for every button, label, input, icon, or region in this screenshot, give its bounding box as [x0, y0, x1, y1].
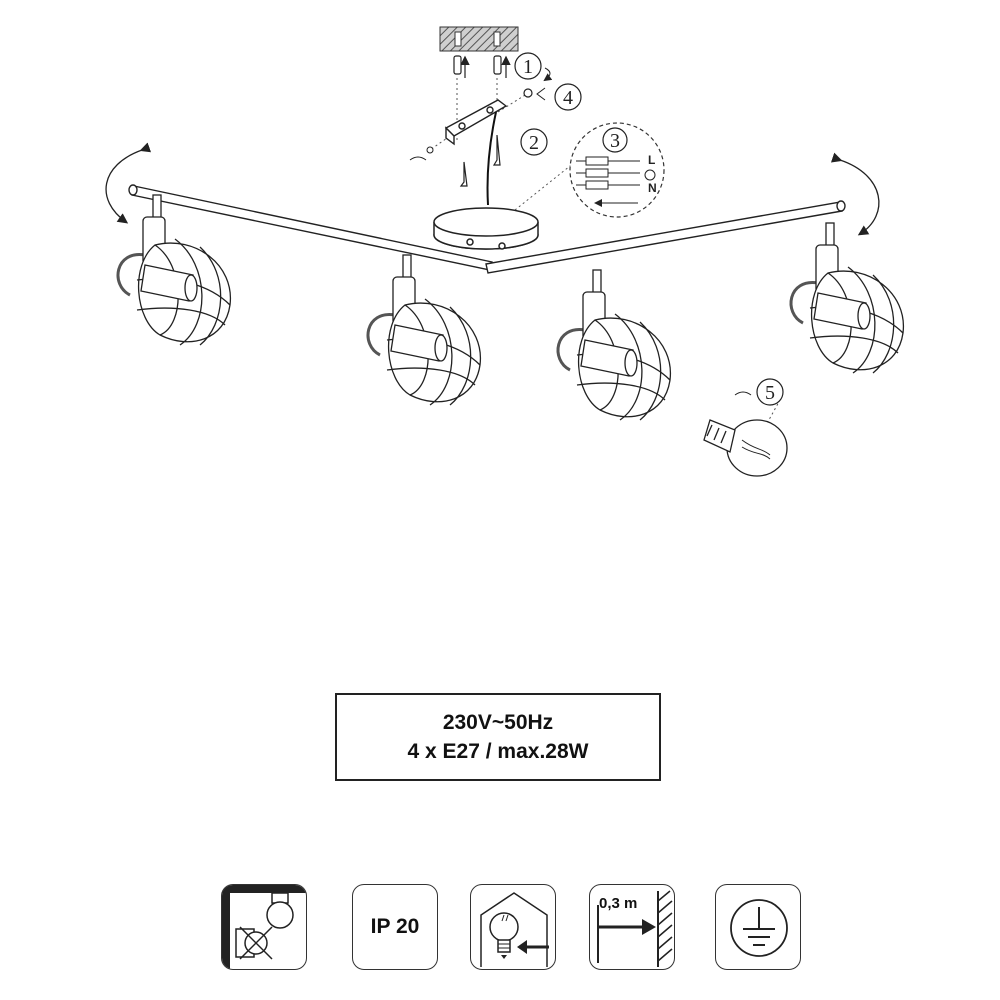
supply-cable	[486, 111, 497, 206]
spotlight-4	[789, 221, 905, 375]
ip-rating-label: IP 20	[370, 915, 420, 938]
svg-text:5: 5	[765, 382, 775, 404]
min-distance-icon: 0,3 m	[589, 884, 675, 970]
rotation-arrow-left	[105, 142, 152, 224]
ceiling-hatch	[439, 26, 519, 52]
svg-text:4: 4	[563, 87, 573, 109]
assembly-diagram: 1 4 2 3	[105, 26, 905, 477]
svg-text:L: L	[648, 153, 655, 167]
fixture-bars	[128, 184, 846, 274]
svg-text:N: N	[648, 181, 657, 195]
not-for-recessed-mounting-icon	[221, 884, 307, 970]
electrical-spec-box: 230V~50Hz 4 x E27 / max.28W	[335, 693, 661, 781]
svg-text:3: 3	[610, 130, 620, 152]
step-5-marker: 5	[734, 378, 784, 406]
step-4-marker: 4	[523, 83, 582, 111]
spotlight-2	[366, 253, 482, 407]
wall-plugs	[453, 55, 511, 78]
svg-text:1: 1	[523, 56, 533, 78]
spotlight-1	[116, 193, 232, 347]
step-2-marker: 2	[409, 128, 548, 187]
spec-voltage: 230V~50Hz	[442, 711, 554, 734]
wiring-detail: 3 L N	[569, 122, 665, 218]
indoor-use-icon	[470, 884, 556, 970]
spotlight-3	[556, 268, 672, 422]
svg-text:2: 2	[529, 132, 539, 154]
light-bulb-icon	[703, 419, 788, 477]
mounting-bracket	[444, 99, 508, 146]
ceiling-canopy	[433, 207, 539, 250]
min-distance-label: 0,3 m	[599, 895, 638, 912]
ip-rating-icon: IP 20	[352, 884, 438, 970]
spec-bulbs: 4 x E27 / max.28W	[407, 740, 589, 763]
step-1-marker: 1	[514, 52, 553, 82]
protective-earth-icon	[715, 884, 801, 970]
rotation-arrow-right	[830, 152, 880, 236]
